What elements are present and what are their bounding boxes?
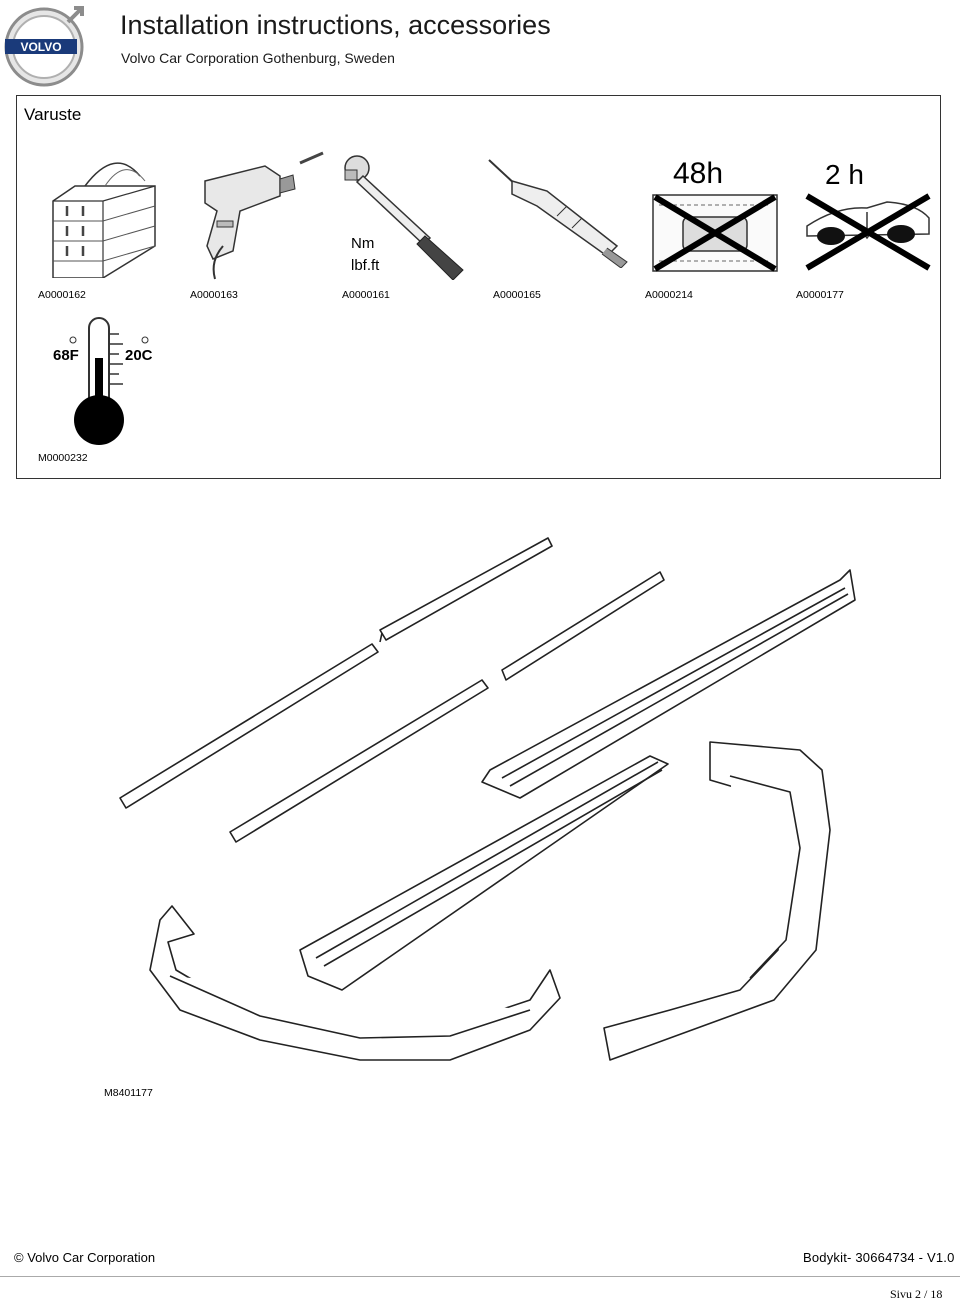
tool-code: A0000162 xyxy=(38,289,86,301)
page-number: Sivu 2 / 18 xyxy=(890,1287,943,1301)
footer-document-id: Bodykit- 30664734 - V1.0 xyxy=(803,1250,955,1265)
tool-code: A0000163 xyxy=(190,289,238,301)
section-title: Varuste xyxy=(24,105,82,124)
tool-code: A0000214 xyxy=(645,289,693,301)
tool-code: A0000165 xyxy=(493,289,541,301)
saw-tool-icon xyxy=(487,156,632,268)
document-subtitle: Volvo Car Corporation Gothenburg, Sweden xyxy=(121,50,395,66)
torque-wrench-icon: Nm lbf.ft xyxy=(335,148,475,280)
wait-2h-icon: 2 h xyxy=(797,156,937,274)
svg-text:20C: 20C xyxy=(125,347,153,364)
svg-text:68F: 68F xyxy=(53,347,79,364)
bodykit-parts-illustration xyxy=(119,537,856,1061)
drill-icon xyxy=(185,151,325,281)
svg-text:Nm: Nm xyxy=(351,235,374,252)
tool-code: A0000161 xyxy=(342,289,390,301)
tool-code: M0000232 xyxy=(38,452,88,464)
svg-text:48h: 48h xyxy=(673,157,723,190)
tool-code: A0000177 xyxy=(796,289,844,301)
toolbox-icon xyxy=(45,146,165,278)
svg-text:VOLVO: VOLVO xyxy=(20,40,61,54)
figure-code: M8401177 xyxy=(104,1087,153,1099)
tools-section: Varuste Nm lbf.ft xyxy=(16,95,941,479)
document-title: Installation instructions, accessories xyxy=(120,10,551,40)
thermometer-icon: 68F 20C xyxy=(53,314,173,450)
footer-divider xyxy=(0,1276,960,1277)
footer-copyright: © Volvo Car Corporation xyxy=(14,1250,156,1265)
wait-48h-icon: 48h xyxy=(645,151,785,275)
volvo-logo: VOLVO xyxy=(4,6,84,87)
svg-text:2 h: 2 h xyxy=(825,159,864,190)
svg-text:lbf.ft: lbf.ft xyxy=(351,257,380,274)
